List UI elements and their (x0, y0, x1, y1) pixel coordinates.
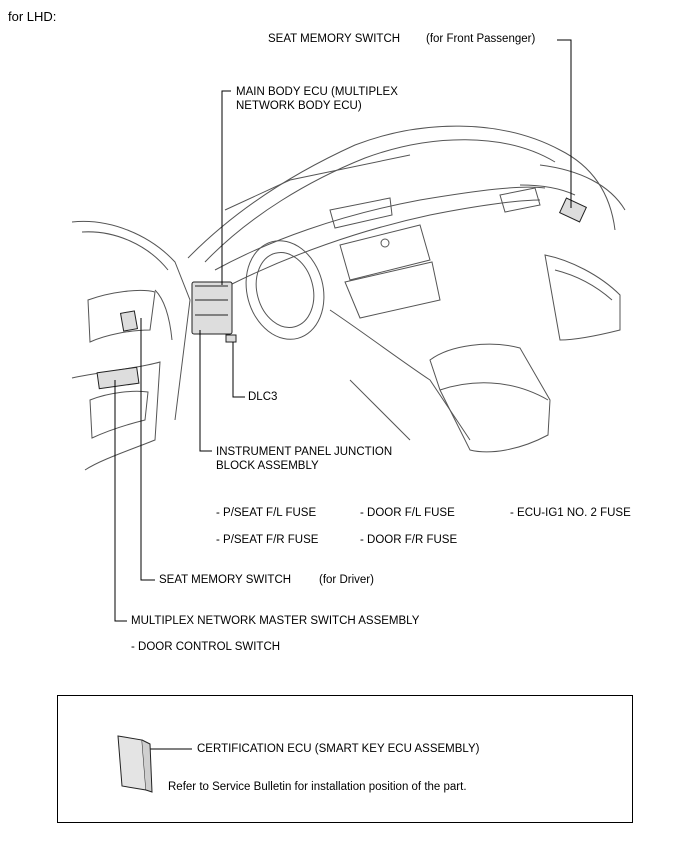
fuse-door-fl: - DOOR F/L FUSE (360, 507, 455, 519)
center-console (329, 309, 471, 441)
seat-memory-switch-passenger-note: (for Front Passenger) (426, 33, 536, 45)
fuse-pseat-fl: - P/SEAT F/L FUSE (216, 507, 317, 519)
right-door-outline (539, 164, 626, 211)
seat-switch-driver-shape (119, 310, 139, 332)
main-body-ecu-label: MAIN BODY ECU (MULTIPLEX NETWORK BODY EC… (236, 86, 398, 112)
master-switch-shape (96, 366, 140, 390)
seat-memory-switch-driver-note: (for Driver) (319, 574, 374, 586)
seat-memory-switch-passenger-label: SEAT MEMORY SWITCH (268, 33, 401, 45)
note-box (57, 695, 633, 823)
main-body-ecu-shape (191, 281, 233, 335)
dlc3-shape (225, 334, 237, 343)
certification-ecu-label: CERTIFICATION ECU (SMART KEY ECU ASSEMBL… (197, 743, 480, 755)
windshield-outline (187, 125, 616, 259)
seat-switch-passenger-shape (558, 197, 588, 223)
fuse-door-fr: - DOOR F/R FUSE (360, 534, 458, 546)
fuse-pseat-fr: - P/SEAT F/R FUSE (216, 534, 319, 546)
refer-note: Refer to Service Bulletin for installati… (168, 781, 467, 793)
fuse-ecu-ig1: - ECU-IG1 NO. 2 FUSE (510, 507, 631, 519)
left-door-outline (71, 220, 191, 421)
dlc3-label: DLC3 (248, 391, 278, 403)
steering-wheel (245, 240, 325, 340)
variant-label: for LHD: (8, 9, 57, 24)
center-stack (339, 224, 431, 281)
seat-memory-switch-driver-label: SEAT MEMORY SWITCH (159, 574, 292, 586)
dashboard-outline (214, 186, 546, 271)
door-control-switch-label: - DOOR CONTROL SWITCH (131, 641, 281, 653)
master-switch-label: MULTIPLEX NETWORK MASTER SWITCH ASSEMBLY (131, 615, 420, 627)
junction-block-label: INSTRUMENT PANEL JUNCTION BLOCK ASSEMBLY (216, 446, 393, 472)
